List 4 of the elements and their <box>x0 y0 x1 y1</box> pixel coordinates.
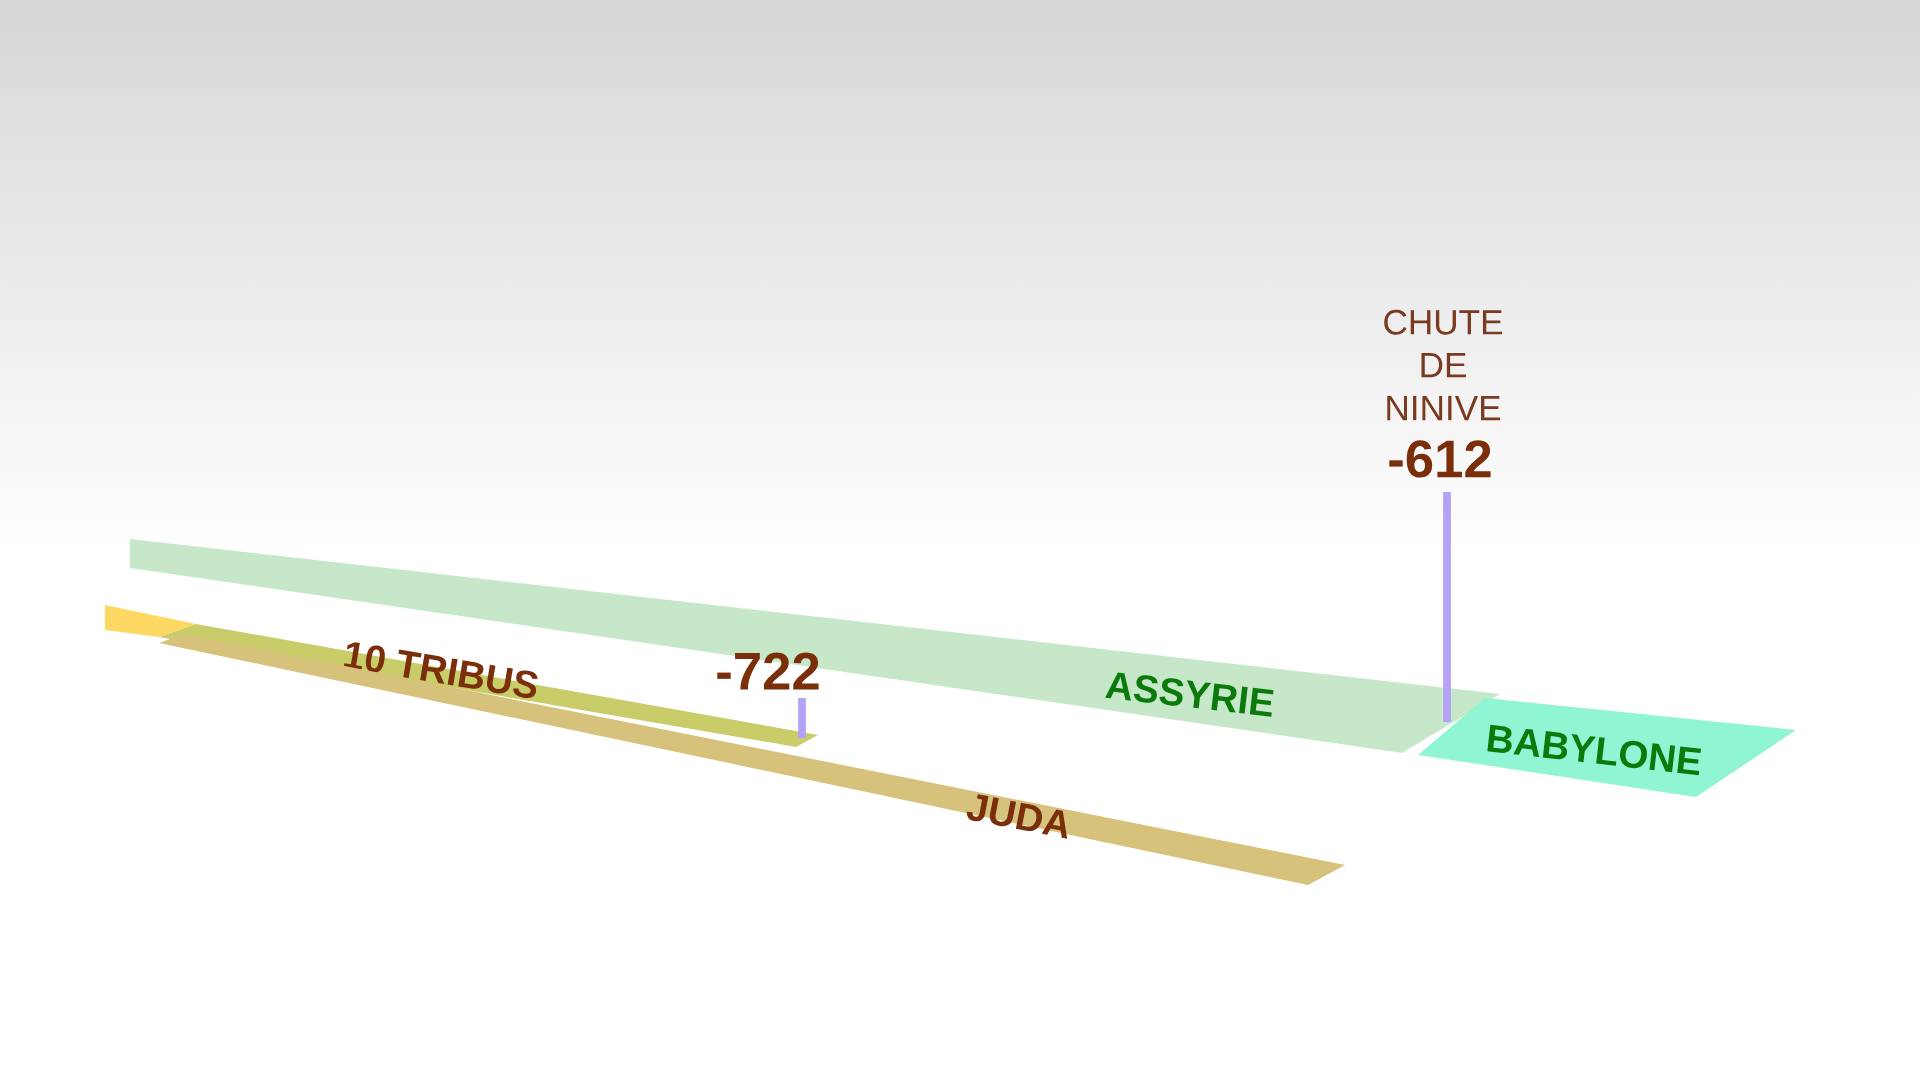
year-label: -612 <box>1389 440 1491 478</box>
year-label: -722 <box>717 652 819 690</box>
timeline-band: BABYLONE <box>1418 698 1796 797</box>
event-label: CHUTE DE NINIVE <box>1384 309 1503 421</box>
